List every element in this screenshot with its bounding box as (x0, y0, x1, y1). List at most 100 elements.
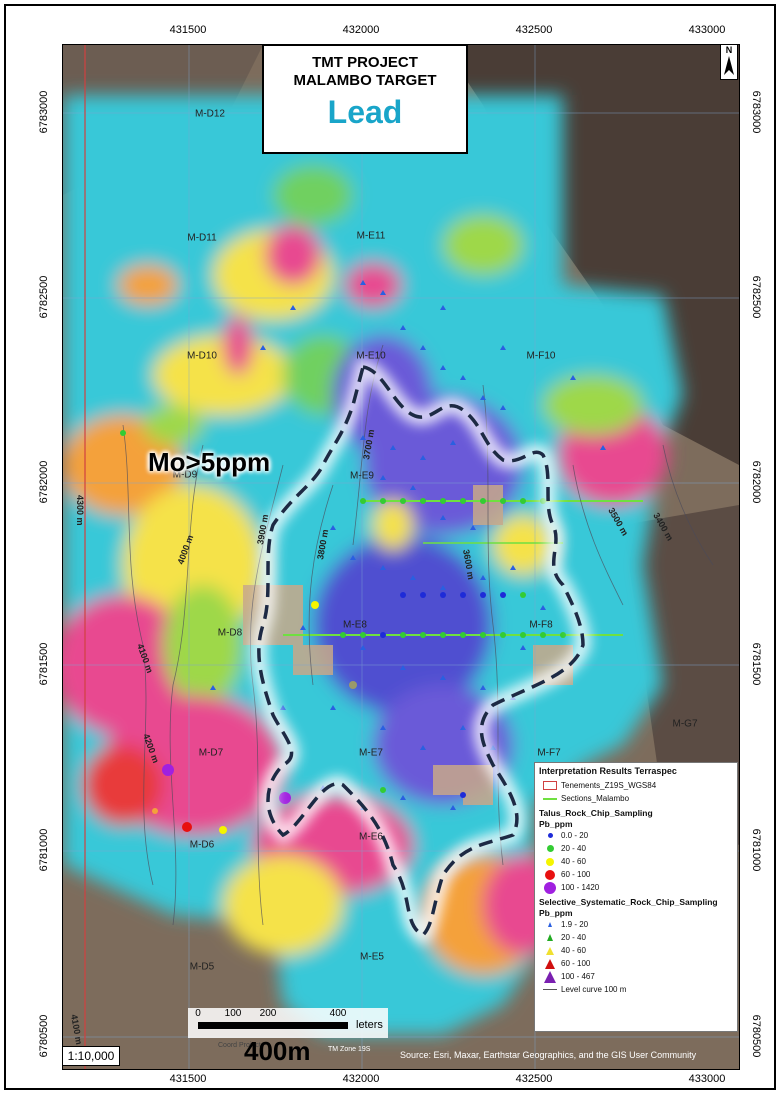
scale-tick: 200 (259, 1008, 277, 1019)
north-arrow-icon (724, 56, 734, 75)
grid-cell-label: M-E8 (343, 619, 367, 631)
y-tick-right: 6782500 (750, 275, 762, 319)
x-tick-bottom: 432000 (342, 1073, 380, 1085)
grid-cell-label: M-E10 (356, 350, 386, 362)
map-legend: Interpretation Results Terraspec Tenemen… (534, 762, 738, 1032)
legend-talus-label: 40 - 60 (561, 857, 586, 866)
legend-tenements-label: Tenements_Z19S_WGS84 (561, 781, 657, 790)
talus-circle-icon (546, 857, 554, 866)
legend-selective-symbol (539, 970, 561, 983)
title-box: TMT PROJECT MALAMBO TARGET Lead (262, 44, 468, 154)
legend-talus-label: 100 - 1420 (561, 883, 600, 892)
legend-selective-row: 100 - 467 (539, 970, 733, 983)
legend-row-sections: Sections_Malambo (539, 792, 733, 805)
y-tick-right: 6781500 (750, 642, 762, 686)
section-line-icon (543, 797, 557, 800)
north-label: N (725, 45, 733, 55)
legend-talus-label: 20 - 40 (561, 844, 586, 853)
selective-triangle-icon (545, 958, 555, 969)
title-element: Lead (327, 94, 403, 130)
scale-tick: 0 (195, 1008, 201, 1019)
y-tick-right: 6783000 (750, 90, 762, 134)
tenement-swatch-icon (543, 781, 557, 790)
legend-title: Interpretation Results Terraspec (539, 766, 677, 776)
talus-circle-icon (545, 869, 555, 880)
grid-cell-label: M-D5 (189, 961, 215, 973)
legend-talus-row: 0.0 - 20 (539, 829, 733, 842)
legend-talus-row: 20 - 40 (539, 842, 733, 855)
legend-talus-symbol (539, 857, 561, 866)
legend-talus-symbol (539, 845, 561, 852)
legend-selective-label: 1.9 - 20 (561, 920, 589, 929)
legend-talus-symbol (539, 869, 561, 880)
legend-selective-symbol (539, 946, 561, 955)
scale-tick: 400 (329, 1008, 347, 1019)
legend-selective-row: 1.9 - 20 (539, 918, 733, 931)
legend-talus-classes: 0.0 - 20 20 - 40 40 - 60 60 - 100 100 - 1420 (539, 829, 733, 894)
legend-talus-row: 60 - 100 (539, 868, 733, 881)
legend-selective-label: 40 - 60 (561, 946, 586, 955)
mo-annotation: Mo>5ppm (148, 447, 271, 477)
grid-cell-label: M-E9 (350, 470, 374, 482)
legend-talus-symbol (539, 833, 561, 838)
north-arrow: N (720, 44, 738, 80)
title-line-1: TMT PROJECT (312, 54, 418, 71)
level-curve-icon (543, 989, 557, 990)
x-tick-bottom: 433000 (688, 1073, 726, 1085)
legend-talus-field: Pb_ppm (539, 819, 573, 829)
x-tick-top: 433000 (688, 24, 726, 36)
grid-cell-label: M-D10 (186, 350, 218, 362)
y-tick-left: 6781000 (38, 828, 50, 872)
grid-cell-label: M-D7 (198, 747, 224, 759)
zone-label: TM Zone 19S (328, 1046, 371, 1053)
y-tick-right: 6780500 (750, 1014, 762, 1058)
y-tick-left: 6781500 (38, 642, 50, 686)
grid-cell-label: M-E5 (360, 951, 384, 963)
y-tick-right: 6782000 (750, 460, 762, 504)
grid-cell-label: M-F10 (526, 350, 556, 362)
legend-row-level-curve: Level curve 100 m (539, 983, 733, 996)
mo-anomaly-outline (257, 365, 585, 938)
grid-cell-label: M-D11 (187, 232, 217, 244)
grid-cell-label: M-G7 (672, 718, 698, 730)
legend-talus-symbol (539, 881, 561, 894)
x-tick-bottom: 432500 (515, 1073, 553, 1085)
legend-level-curve-label: Level curve 100 m (561, 985, 627, 994)
legend-selective-symbol (539, 922, 561, 927)
grid-cell-label: M-D12 (194, 108, 226, 120)
grid-cell-label: M-F8 (529, 619, 553, 631)
legend-selective-row: 60 - 100 (539, 957, 733, 970)
talus-circle-icon (546, 845, 554, 852)
talus-sampling-points (120, 430, 566, 834)
projection-label: Coord Project (218, 1042, 261, 1049)
legend-selective-label: 100 - 467 (561, 972, 595, 981)
legend-selective-row: 40 - 60 (539, 944, 733, 957)
selective-triangle-icon (547, 934, 553, 941)
legend-selective-symbol (539, 958, 561, 969)
legend-talus-label: 0.0 - 20 (561, 831, 589, 840)
grid-cell-label: M-D6 (189, 839, 215, 851)
legend-talus-title: Talus_Rock_Chip_Sampling (539, 808, 653, 818)
legend-selective-label: 60 - 100 (561, 959, 591, 968)
grid-cell-label: M-E7 (359, 747, 383, 759)
talus-circle-icon (547, 833, 553, 838)
legend-selective-row: 20 - 40 (539, 931, 733, 944)
y-tick-left: 6783000 (38, 90, 50, 134)
grid-cell-label: M-E6 (359, 831, 383, 843)
legend-row-tenements: Tenements_Z19S_WGS84 (539, 779, 733, 792)
y-tick-left: 6782000 (38, 460, 50, 504)
y-tick-left: 6782500 (38, 275, 50, 319)
level-curves (122, 344, 714, 926)
legend-sections-label: Sections_Malambo (561, 794, 630, 803)
legend-talus-label: 60 - 100 (561, 870, 591, 879)
contour-label: 4300 m (75, 495, 85, 526)
lead-heat-surface (63, 95, 683, 1035)
source-attribution: Source: Esri, Maxar, Earthstar Geographi… (400, 1050, 697, 1060)
selective-triangle-icon (546, 946, 554, 955)
legend-selective-classes: 1.9 - 20 20 - 40 40 - 60 60 - 100 100 - 467 (539, 918, 733, 983)
legend-talus-row: 100 - 1420 (539, 881, 733, 894)
